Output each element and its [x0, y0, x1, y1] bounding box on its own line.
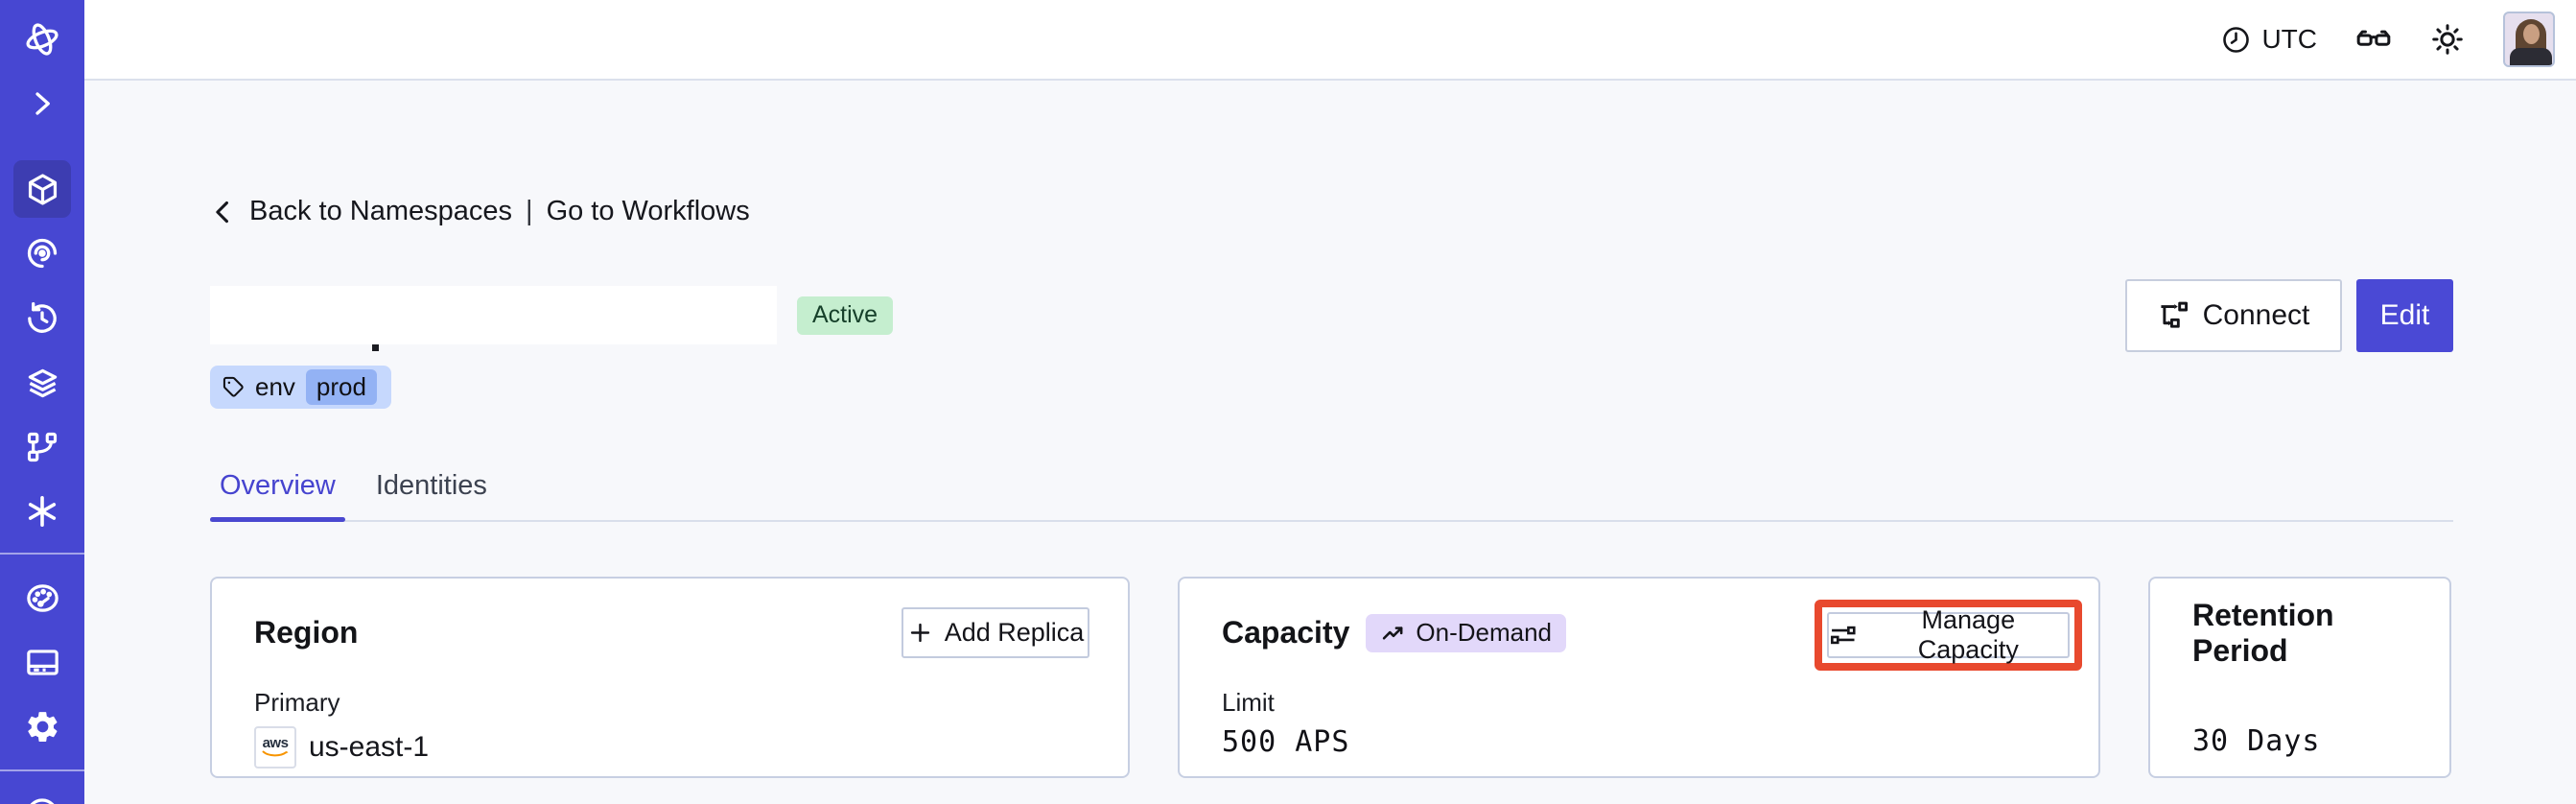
edit-button-label: Edit: [2379, 298, 2430, 331]
plus-icon: [910, 623, 929, 643]
aws-smile-arc: [262, 750, 289, 756]
add-replica-button[interactable]: Add Replica: [902, 607, 1089, 658]
sidebar-item-usage[interactable]: [13, 569, 71, 627]
aws-provider-icon: aws: [254, 726, 296, 769]
capacity-limit-value: 500 APS: [1222, 725, 1350, 759]
tag-row: env prod: [210, 366, 2453, 409]
red-highlight-annotation: Manage Capacity: [1815, 600, 2082, 671]
retention-value: 30 Days: [2192, 724, 2321, 758]
nexus-asterisk-icon: [28, 495, 57, 528]
breadcrumb-workflows-link[interactable]: Go to Workflows: [546, 196, 750, 226]
theme-sun-icon[interactable]: [2430, 22, 2465, 57]
tag-icon: [222, 376, 244, 397]
region-card: Region Add Replica Primary aws us: [210, 577, 1130, 778]
redaction-artifact: [372, 344, 379, 351]
topbar: UTC: [84, 0, 2576, 81]
namespaces-cube-icon: [28, 173, 57, 205]
sidebar-item-settings[interactable]: [13, 698, 71, 755]
tab-bar: Overview Identities: [210, 458, 2453, 522]
trending-up-icon: [1383, 626, 1403, 640]
tag-value-chip: prod: [305, 369, 377, 405]
tag-key: env: [255, 372, 295, 401]
region-value-row: aws us-east-1: [254, 726, 1089, 769]
retention-card-header: Retention Period: [2192, 598, 2411, 668]
connect-button[interactable]: Connect: [2125, 278, 2342, 352]
status-badge: Active: [797, 296, 894, 335]
history-clock-icon: [28, 302, 57, 333]
sidebar-divider: [0, 769, 84, 771]
sidebar-item-help[interactable]: [13, 787, 71, 804]
connect-icon: [2161, 301, 2188, 328]
namespace-title-row: Active Connect Edit: [210, 278, 2453, 352]
tab-identities[interactable]: Identities: [375, 470, 487, 501]
tab-overview[interactable]: Overview: [210, 458, 345, 522]
sidebar-item-billing[interactable]: [13, 633, 71, 691]
breadcrumb-separator: |: [526, 196, 533, 226]
region-value: us-east-1: [309, 731, 430, 763]
sidebar-item-history[interactable]: [13, 290, 71, 347]
overview-cards: Region Add Replica Primary aws us: [210, 577, 2453, 778]
retention-card: Retention Period 30 Days: [2148, 577, 2451, 778]
manage-capacity-button[interactable]: Manage Capacity: [1827, 605, 2070, 664]
capacity-card: Capacity On-Demand Manage Capa: [1178, 577, 2100, 778]
billing-card-icon: [26, 649, 59, 675]
temporal-logo-icon[interactable]: [13, 11, 71, 68]
main-content: Back to Namespaces | Go to Workflows Act…: [84, 81, 2576, 804]
add-replica-label: Add Replica: [944, 618, 1085, 647]
title-actions: Connect Edit: [2125, 278, 2453, 352]
usage-gauge-icon: [26, 583, 59, 612]
sidebar-nav: [0, 0, 84, 804]
stacks-layers-icon: [28, 368, 57, 397]
limit-label: Limit: [1222, 688, 1275, 717]
primary-label: Primary: [254, 688, 340, 717]
region-card-header: Region Add Replica: [254, 607, 1089, 658]
aws-logo-text: aws: [262, 734, 289, 751]
capacity-card-title: Capacity: [1222, 615, 1350, 650]
connect-button-label: Connect: [2202, 298, 2310, 331]
labs-glasses-icon[interactable]: [2355, 21, 2392, 58]
expand-chevron-icon[interactable]: [13, 75, 71, 132]
region-card-title: Region: [254, 615, 359, 650]
settings-gear-icon: [27, 711, 57, 742]
user-avatar[interactable]: [2503, 12, 2555, 67]
workflow-branch-icon: [27, 432, 58, 462]
manage-capacity-label: Manage Capacity: [1917, 605, 2019, 664]
timezone-selector[interactable]: UTC: [2221, 24, 2317, 55]
sidebar-divider: [0, 553, 84, 555]
sidebar-item-nexus[interactable]: [13, 483, 71, 540]
sliders-icon: [1831, 626, 1856, 645]
sidebar-item-namespaces[interactable]: [13, 160, 71, 218]
sidebar-item-stacks[interactable]: [13, 354, 71, 412]
timezone-label: UTC: [2261, 24, 2317, 54]
namespace-tag[interactable]: env prod: [210, 366, 391, 409]
ondemand-badge-label: On-Demand: [1416, 618, 1553, 647]
sidebar-item-workflow[interactable]: [13, 418, 71, 476]
retention-card-title: Retention Period: [2192, 597, 2334, 668]
edit-button[interactable]: Edit: [2356, 278, 2453, 352]
monitor-eye-icon: [27, 238, 58, 269]
sidebar-item-monitor[interactable]: [13, 225, 71, 282]
avatar-face: [2523, 24, 2540, 44]
breadcrumb: Back to Namespaces | Go to Workflows: [210, 196, 2453, 227]
ondemand-badge: On-Demand: [1366, 613, 1567, 652]
help-circle-icon: [30, 798, 55, 804]
capacity-card-header: Capacity On-Demand: [1222, 607, 2060, 658]
breadcrumb-back-link[interactable]: Back to Namespaces: [249, 196, 513, 226]
clock-icon: [2223, 26, 2250, 53]
namespace-name-redacted: [210, 286, 777, 344]
avatar-shirt: [2510, 48, 2552, 65]
chevron-left-icon[interactable]: [210, 199, 236, 225]
